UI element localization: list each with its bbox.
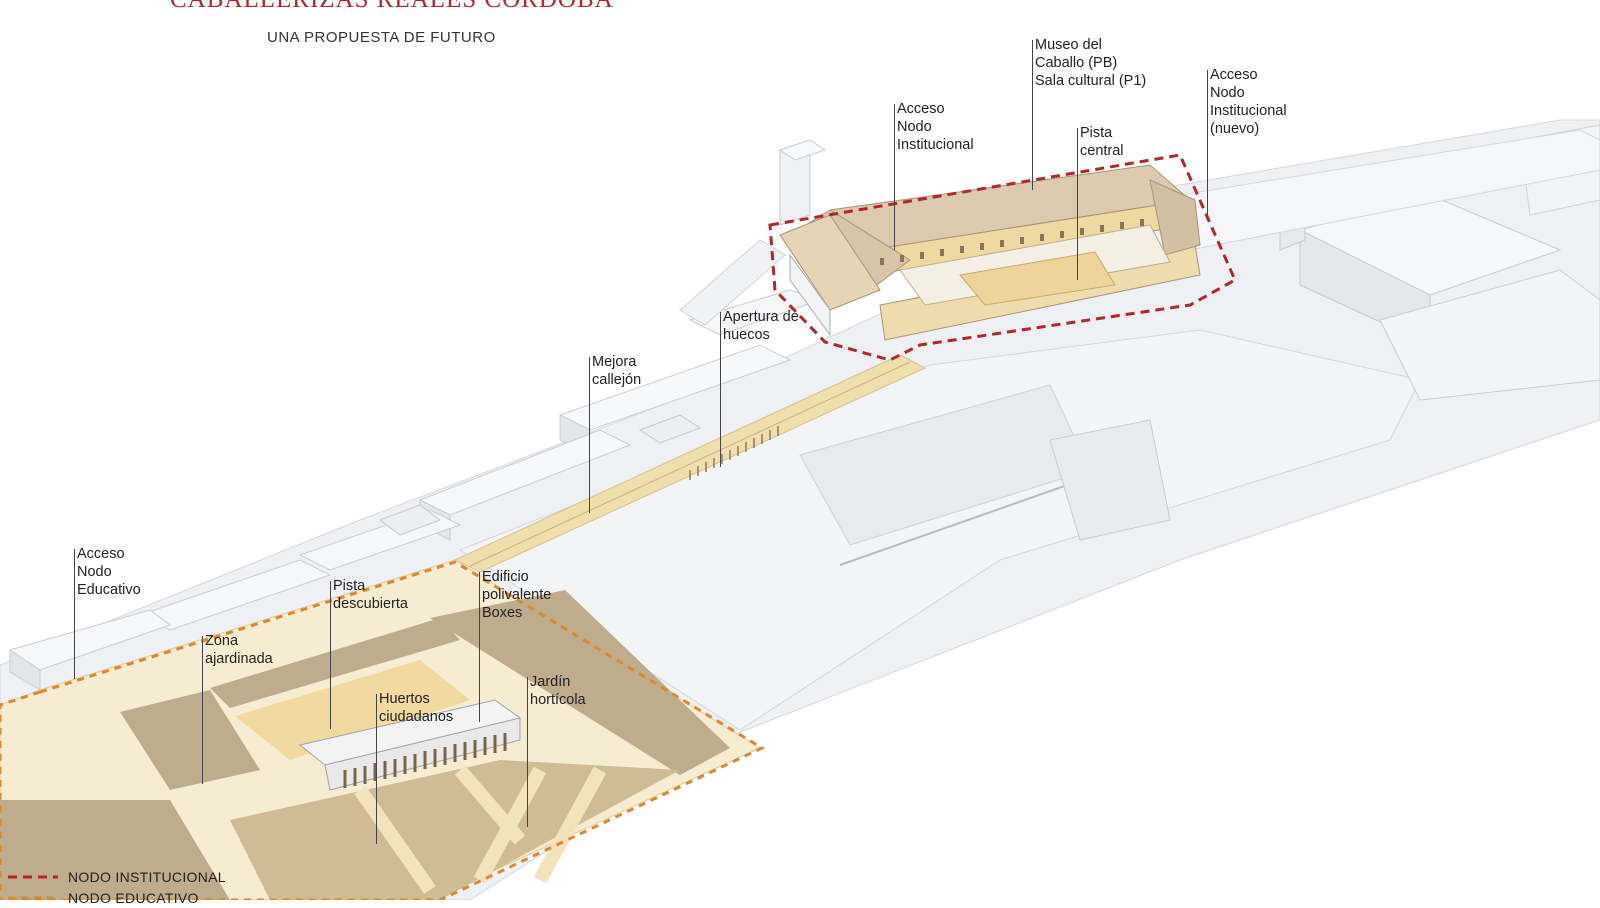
legend-educativo: NODO EDUCATIVO [8, 888, 199, 908]
label-pista-descubierta: Pista descubierta [333, 578, 408, 612]
label-huertos-ciudadanos: Huertos ciudadanos [379, 691, 454, 725]
garden-lower [230, 760, 680, 900]
label-pista-central: Pista central [1080, 125, 1124, 159]
legend-institucional: NODO INSTITUCIONAL [8, 867, 226, 887]
label-museo-caballo: Museo del Caballo (PB) Sala cultural (P1… [1035, 37, 1147, 89]
wall-openings [689, 426, 779, 480]
leader-jardin [527, 677, 528, 827]
boxes-doors [343, 733, 507, 788]
leader-apertura [720, 312, 721, 467]
label-edificio-polivalente: Edificio polivalente Boxes [482, 569, 552, 621]
leader-edificio [479, 572, 480, 722]
leader-zona [202, 636, 203, 784]
leader-acceso-institucional [894, 104, 895, 250]
label-acceso-nuevo: Acceso Nodo Institucional (nuevo) [1210, 67, 1287, 137]
pista-descubierta-area [235, 660, 470, 760]
street-block-7 [378, 504, 442, 536]
leader-acceso-nuevo [1207, 70, 1208, 220]
nodo-educativo-boundary [0, 560, 766, 900]
leader-huertos [376, 694, 377, 844]
label-jardin-horticola: Jardín hortícola [530, 674, 586, 708]
label-acceso-educativo: Acceso Nodo Educativo [77, 546, 141, 598]
leader-pista-central [1077, 128, 1078, 280]
chapel-roof [779, 214, 881, 311]
alley-edge [469, 361, 911, 567]
garden-pattern [354, 765, 607, 895]
legend-educativo-swatch [8, 896, 58, 900]
earth-strip-3 [430, 590, 730, 775]
legend-institucional-swatch [8, 875, 58, 879]
label-acceso-institucional: Acceso Nodo Institucional [897, 101, 974, 153]
pista-central-arena [959, 251, 1116, 306]
page-subtitle: UNA PROPUESTA DE FUTURO [267, 29, 496, 46]
label-apertura-huecos: Apertura de huecos [723, 309, 799, 343]
leader-museo [1032, 40, 1033, 190]
chapel-front [789, 253, 831, 337]
nodo-institucional-boundary [768, 153, 1237, 362]
plaza-pit [1049, 419, 1171, 541]
street-block-8 [638, 414, 702, 444]
complex-roof-right [1149, 179, 1201, 256]
leader-pista-descubierta [330, 581, 331, 729]
earth-strip-4 [0, 800, 230, 900]
tower-left-top [778, 139, 827, 161]
label-zona-ajardinada: Zona ajardinada [205, 633, 273, 667]
approach-road [679, 239, 786, 326]
page-title: CABALLERIZAS REALES CÓRDOBA [170, 0, 614, 14]
leader-mejora [589, 357, 590, 513]
legend-institucional-label: NODO INSTITUCIONAL [68, 869, 226, 885]
legend-educativo-label: NODO EDUCATIVO [68, 890, 199, 906]
facade-windows [880, 219, 1144, 265]
right-block-2 [1379, 269, 1600, 401]
label-mejora-callejon: Mejora callejón [592, 354, 642, 388]
leader-acceso-educativo [74, 549, 75, 679]
earth-strip-2 [210, 618, 460, 708]
earth-strip-1 [120, 690, 260, 790]
